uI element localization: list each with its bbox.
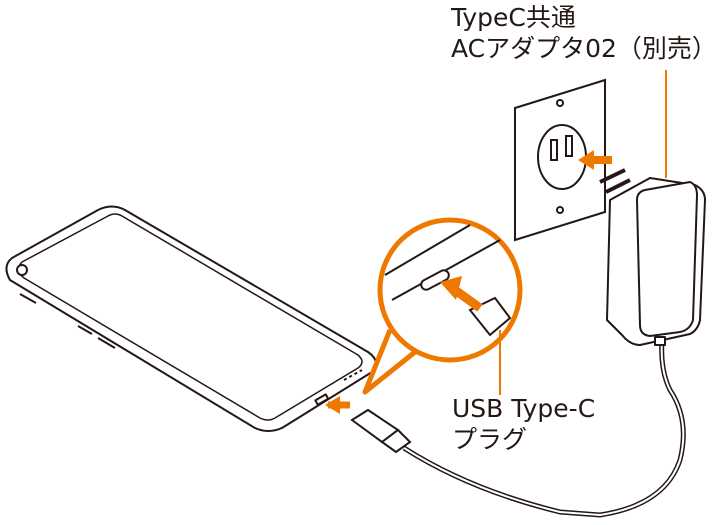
usb-port [314, 393, 330, 406]
arrow-head [325, 396, 340, 414]
plug-label-line2: プラグ [452, 425, 528, 454]
adapter-label-line1: TypeC共通 [451, 3, 576, 32]
adapter-label-line2: ACアダプタ02（別売） [451, 34, 717, 63]
plug-label-line1: USB Type-C [452, 394, 596, 423]
magnified-view [362, 217, 523, 395]
smartphone [5, 205, 378, 432]
wall-outlet [514, 78, 606, 242]
ac-adapter [599, 168, 706, 346]
cable [402, 339, 686, 518]
front-camera-icon [16, 264, 28, 276]
usb-c-plug [350, 408, 412, 454]
